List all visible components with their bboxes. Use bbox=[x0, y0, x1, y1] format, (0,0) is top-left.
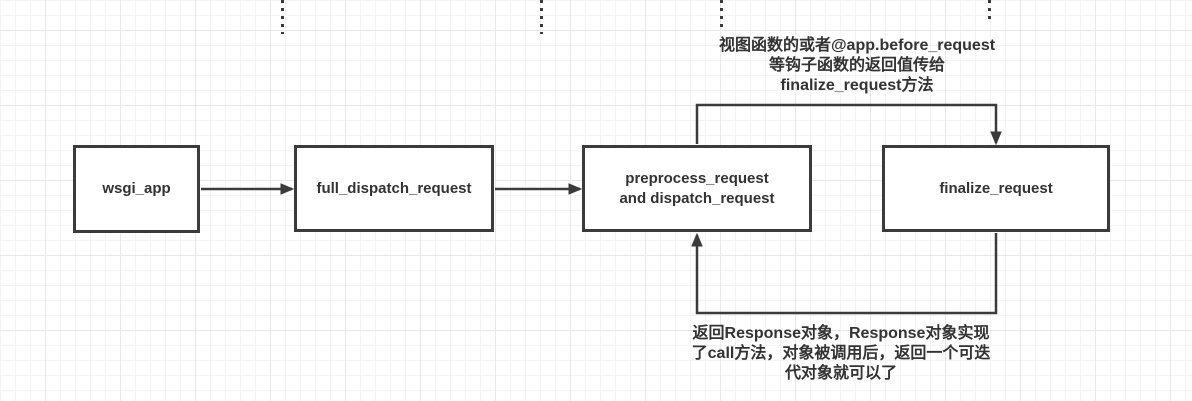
annotation-bottom-line2: 了call方法，对象被调用后，返回一个可迭 bbox=[691, 345, 991, 362]
connector-preprocess-to-finalize-top-loop bbox=[695, 103, 996, 144]
dashed-connector-stub bbox=[988, 0, 991, 24]
annotation-top-line2: 等钩子函数的返回值传给 bbox=[768, 57, 945, 74]
annotation-top: 视图函数的或者@app.before_request 等钩子函数的返回值传给 f… bbox=[689, 36, 1025, 96]
annotation-bottom-line3: 代对象就可以了 bbox=[784, 365, 897, 382]
connector-finalize-to-preprocess-bottom-loop bbox=[697, 233, 998, 315]
annotation-top-line3: finalize_request方法 bbox=[780, 77, 934, 94]
dashed-connector-stub bbox=[540, 0, 543, 34]
node-label-line1: preprocess_request bbox=[625, 169, 769, 187]
annotation-bottom-line1: 返回Response对象，Response对象实现 bbox=[692, 325, 990, 342]
node-full-dispatch-request[interactable]: full_dispatch_request bbox=[294, 145, 494, 232]
node-label: full_dispatch_request bbox=[316, 179, 472, 197]
annotation-top-line1: 视图函数的或者@app.before_request bbox=[718, 37, 996, 54]
dashed-connector-stub bbox=[720, 0, 723, 29]
node-label: wsgi_app bbox=[102, 180, 171, 197]
node-finalize-request[interactable]: finalize_request bbox=[882, 145, 1110, 232]
node-label: finalize_request bbox=[939, 179, 1053, 197]
dashed-connector-stub bbox=[281, 0, 284, 34]
node-preprocess-and-dispatch-request[interactable]: preprocess_request and dispatch_request bbox=[582, 145, 812, 232]
node-label-line2: and dispatch_request bbox=[619, 189, 775, 207]
node-wsgi-app[interactable]: wsgi_app bbox=[73, 145, 200, 233]
annotation-bottom: 返回Response对象，Response对象实现 了call方法，对象被调用后… bbox=[671, 324, 1011, 384]
